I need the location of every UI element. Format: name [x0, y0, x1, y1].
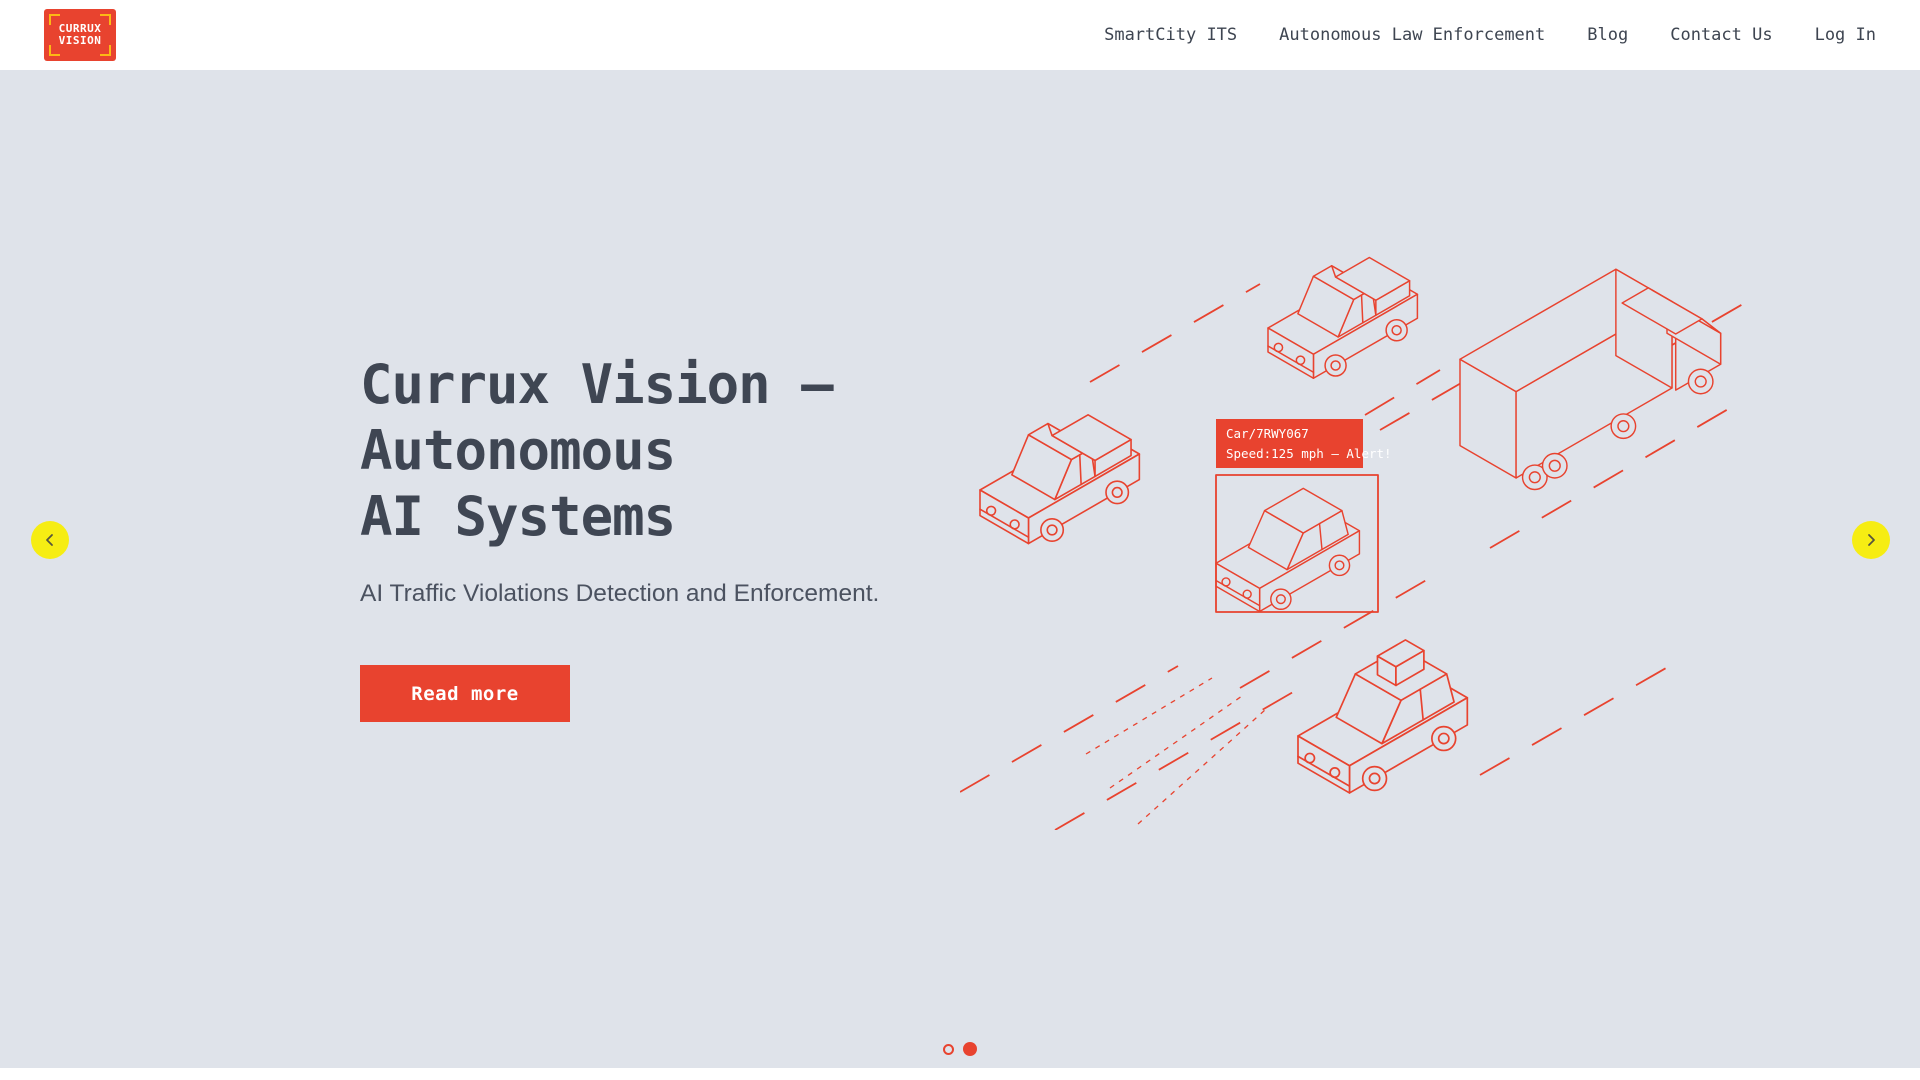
- hero-section: Currux Vision — Autonomous AI Systems AI…: [0, 70, 1920, 1068]
- carousel-dot-2[interactable]: [963, 1042, 977, 1056]
- taxi-illustration-bottom: [1298, 640, 1467, 793]
- car-illustration-detected: [1215, 487, 1361, 613]
- nav-item-contact-us[interactable]: Contact Us: [1670, 25, 1773, 45]
- detection-speed-alert-text: Speed:125 mph — Alert!: [1226, 446, 1392, 461]
- carousel-dot-1[interactable]: [943, 1043, 954, 1055]
- car-illustration-top: [1267, 256, 1419, 379]
- carousel-dots: [0, 1042, 1920, 1056]
- page-title: Currux Vision — Autonomous AI Systems: [360, 353, 834, 548]
- car-illustration-left: [979, 413, 1141, 545]
- nav-item-smartcity-its[interactable]: SmartCity ITS: [1104, 25, 1238, 45]
- detection-bounding-box: [1215, 474, 1379, 613]
- carousel-next-button[interactable]: [1852, 521, 1890, 559]
- carousel-prev-button[interactable]: [31, 521, 69, 559]
- chevron-right-icon: [1868, 534, 1875, 546]
- detection-alert-badge: [1216, 419, 1363, 468]
- nav-item-blog[interactable]: Blog: [1587, 25, 1629, 45]
- nav-item-log-in[interactable]: Log In: [1814, 25, 1876, 45]
- detection-overlay: Car/7RWY067 Speed:125 mph — Alert!: [1215, 419, 1392, 613]
- viewfinder-corner-icon: [49, 14, 60, 25]
- read-more-button[interactable]: Read more: [360, 665, 570, 722]
- truck-illustration: [1459, 268, 1722, 491]
- chevron-left-icon: [46, 534, 53, 546]
- traffic-detection-illustration: Car/7RWY067 Speed:125 mph — Alert!: [960, 256, 1760, 830]
- viewfinder-corner-icon: [100, 14, 111, 25]
- nav-item-autonomous-law-enforcement[interactable]: Autonomous Law Enforcement: [1279, 25, 1546, 45]
- viewfinder-corner-icon: [49, 45, 60, 56]
- detection-plate-text: Car/7RWY067: [1226, 426, 1309, 441]
- hero-subtitle: AI Traffic Violations Detection and Enfo…: [360, 580, 880, 607]
- viewfinder-corner-icon: [100, 45, 111, 56]
- main-navigation: SmartCity ITS Autonomous Law Enforcement…: [1104, 0, 1876, 70]
